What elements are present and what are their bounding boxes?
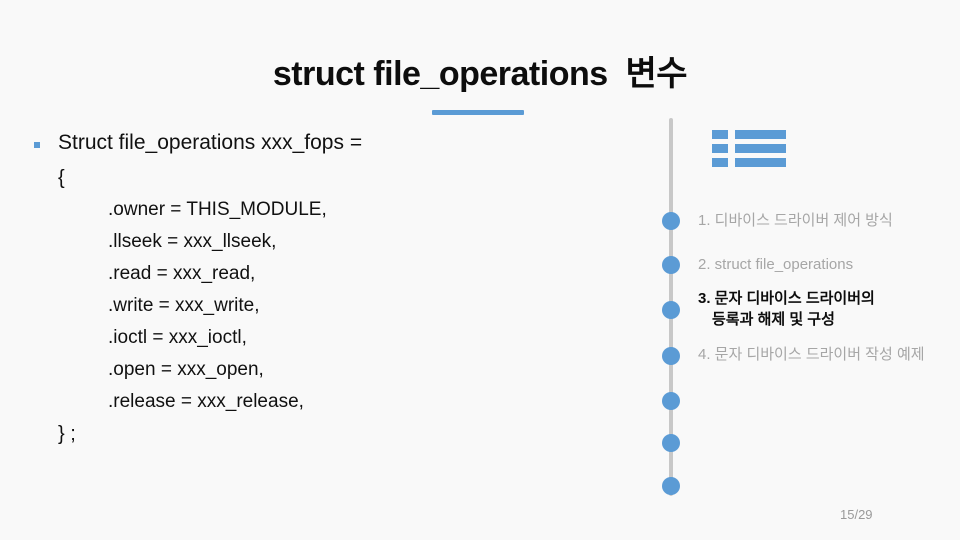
code-line: .write = xxx_write, bbox=[108, 295, 260, 316]
code-line: .llseek = xxx_llseek, bbox=[108, 231, 277, 252]
code-line: .read = xxx_read, bbox=[108, 263, 256, 284]
list-icon-row bbox=[712, 130, 786, 139]
page-number: 15/29 bbox=[840, 507, 873, 522]
page-title: struct file_operations 변수 bbox=[272, 55, 688, 93]
square-bullet-icon bbox=[34, 142, 40, 148]
code-line: .owner = THIS_MODULE, bbox=[108, 199, 327, 220]
code-open-brace: { bbox=[58, 167, 65, 189]
list-icon-bar bbox=[735, 158, 786, 167]
list-icon-row bbox=[712, 158, 786, 167]
bullet-item-label: Struct file_operations xxx_fops = bbox=[58, 131, 363, 154]
list-icon bbox=[712, 130, 786, 167]
timeline-dot[interactable] bbox=[662, 434, 680, 452]
timeline-dot[interactable] bbox=[662, 392, 680, 410]
list-icon-square bbox=[712, 144, 728, 153]
code-line: .ioctl = xxx_ioctl, bbox=[108, 327, 247, 348]
timeline-dot[interactable] bbox=[662, 212, 680, 230]
code-close-brace: } ; bbox=[58, 423, 76, 445]
agenda-item-1[interactable]: 1. 디바이스 드라이버 제어 방식 bbox=[698, 212, 893, 229]
list-icon-bar bbox=[735, 130, 786, 139]
title-block: struct file_operations 변수 bbox=[0, 52, 960, 96]
bullet-list-item: Struct file_operations xxx_fops = bbox=[0, 128, 640, 162]
agenda-item-2[interactable]: 2. struct file_operations bbox=[698, 256, 854, 273]
list-icon-square bbox=[712, 130, 728, 139]
agenda-item-3[interactable]: 3. 문자 디바이스 드라이버의 등록과 해제 및 구성 bbox=[698, 290, 875, 328]
list-icon-row bbox=[712, 144, 786, 153]
code-line: .open = xxx_open, bbox=[108, 359, 264, 380]
title-underline-accent bbox=[432, 110, 524, 115]
timeline-dot[interactable] bbox=[662, 256, 680, 274]
code-content-block: Struct file_operations xxx_fops = { .own… bbox=[0, 128, 640, 450]
timeline-dot[interactable] bbox=[662, 347, 680, 365]
timeline-dot[interactable] bbox=[662, 301, 680, 319]
agenda-item-4[interactable]: 4. 문자 디바이스 드라이버 작성 예제 bbox=[698, 346, 925, 363]
list-icon-square bbox=[712, 158, 728, 167]
timeline-dot[interactable] bbox=[662, 477, 680, 495]
code-line: .release = xxx_release, bbox=[108, 391, 304, 412]
agenda-sidebar: 1. 디바이스 드라이버 제어 방식 2. struct file_operat… bbox=[640, 0, 960, 540]
list-icon-bar bbox=[735, 144, 786, 153]
